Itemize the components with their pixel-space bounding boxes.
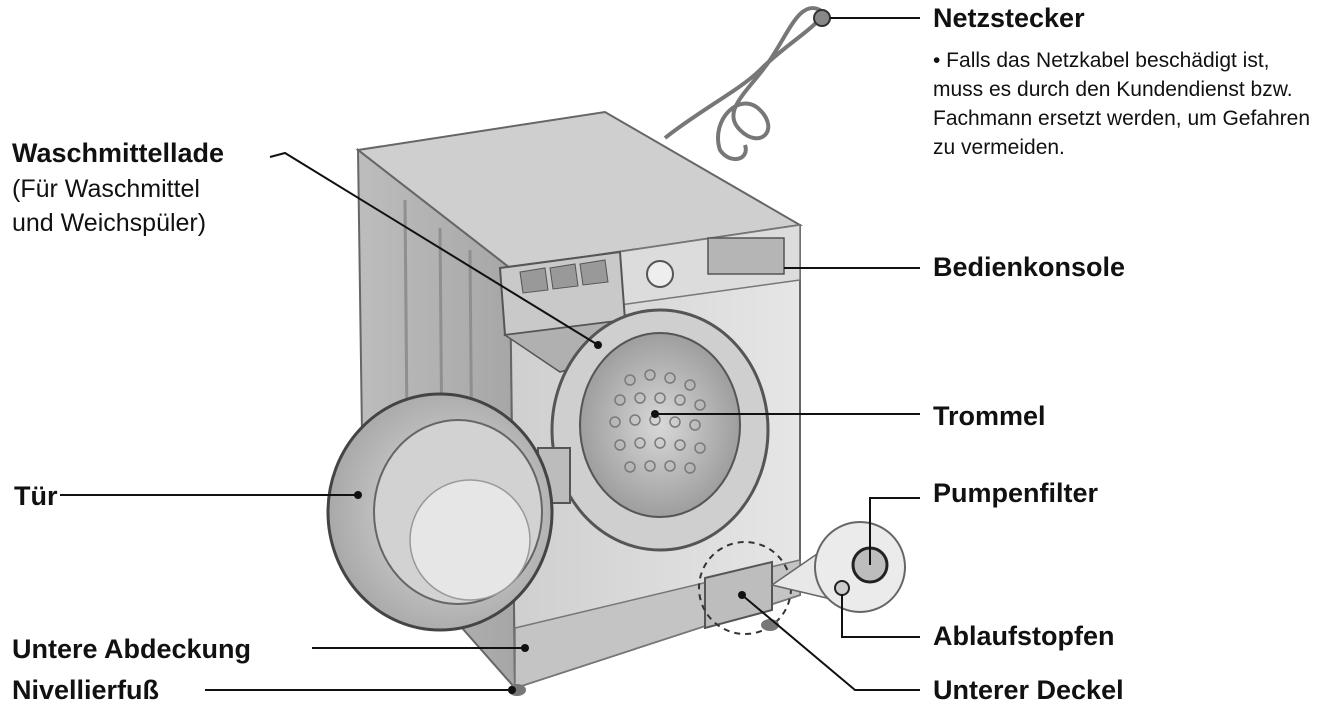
label-trommel: Trommel xyxy=(933,401,1046,431)
program-knob xyxy=(646,260,674,288)
drum xyxy=(579,332,741,518)
label-untere-abdeckung: Untere Abdeckung xyxy=(12,634,252,664)
waschmittellade-subtitle-line1: (Für Waschmittel xyxy=(12,175,200,203)
waschmittellade-subtitle: (Für Waschmittel und Weichspüler) xyxy=(12,172,206,240)
label-nivellierfuss: Nivellierfuß xyxy=(12,675,160,705)
drain-plug xyxy=(834,580,850,596)
netzstecker-note: • Falls das Netzkabel beschädigt ist, mu… xyxy=(933,49,1311,159)
label-ablaufstopfen: Ablaufstopfen xyxy=(933,621,1115,651)
leader-lines xyxy=(60,17,920,691)
label-tuer: Tür xyxy=(14,481,58,511)
power-plug xyxy=(813,9,831,27)
display-panel xyxy=(707,237,785,275)
label-bedienkonsole: Bedienkonsole xyxy=(933,252,1126,282)
label-netzstecker: Netzstecker xyxy=(933,3,1085,33)
waschmittellade-subtitle-line2: und Weichspüler) xyxy=(12,209,207,237)
label-waschmittellade: Waschmittellade xyxy=(12,138,225,168)
power-cord xyxy=(663,6,824,161)
label-pumpenfilter: Pumpenfilter xyxy=(933,478,1099,508)
label-unterer-deckel: Unterer Deckel xyxy=(933,675,1124,705)
